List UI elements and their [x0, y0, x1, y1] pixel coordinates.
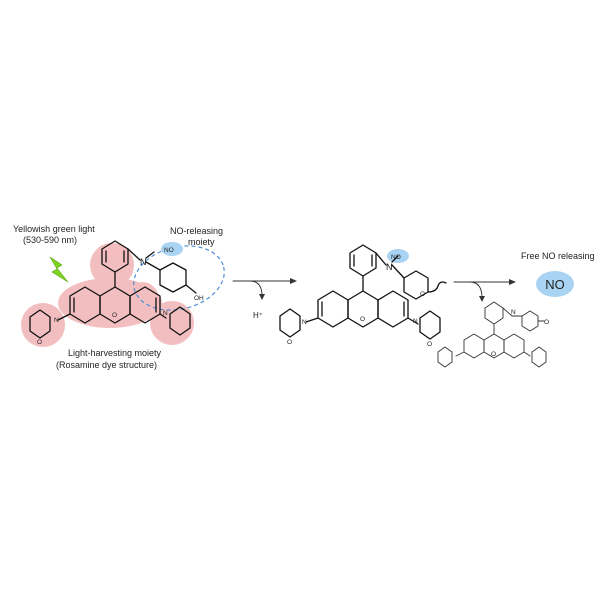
no-moiety-label-line2: moiety	[188, 237, 215, 247]
atom-no-mid: NO	[391, 254, 401, 261]
no-bubble-small-left	[161, 242, 183, 256]
harvest-label-line2: (Rosamine dye structure)	[56, 360, 157, 370]
atom-n-mid: N	[386, 262, 393, 272]
atom-oh-left: OH	[194, 295, 204, 302]
atom-n-morph-3: N	[302, 319, 307, 326]
left-molecule: N NO O N O N OH	[21, 240, 225, 347]
atom-o-product: O	[544, 319, 549, 326]
atom-n-morph-1: N	[54, 317, 59, 324]
atom-n-morph-4: N	[413, 318, 418, 325]
atom-o-morph-3: O	[287, 339, 292, 346]
atom-o-morph-4: O	[427, 341, 432, 348]
free-no-label: Free NO releasing	[521, 251, 595, 261]
middle-molecule: N NO O O N O N O	[279, 244, 447, 348]
no-bubble-large	[536, 271, 574, 297]
xanthene-core-left	[29, 240, 197, 339]
atom-o-mid: O	[420, 291, 425, 298]
product-molecule: O N O	[437, 301, 549, 368]
lightning-bolt-icon	[49, 256, 69, 283]
atom-n-morph-2: N	[163, 310, 168, 317]
atom-o-core-mid: O	[360, 316, 365, 323]
light-label-line1: Yellowish green light	[13, 224, 95, 234]
atom-o-core-left: O	[112, 312, 117, 319]
atom-n-product: N	[511, 309, 516, 316]
atom-o-core-product: O	[491, 351, 496, 358]
proton-label: H⁺	[253, 311, 263, 320]
atom-o-morph-1: O	[37, 339, 42, 346]
atom-no-left: NO	[164, 247, 174, 254]
reaction-arrow-1	[232, 278, 297, 300]
light-label-line2: (530-590 nm)	[23, 235, 77, 245]
light-harvesting-highlight	[21, 243, 194, 347]
reaction-arrow-2	[453, 279, 516, 302]
atom-n-left: N	[140, 257, 147, 267]
no-bubble-text: NO	[545, 277, 565, 292]
harvest-label-line1: Light-harvesting moiety	[68, 348, 162, 358]
no-moiety-label-line1: NO-releasing	[170, 226, 223, 236]
